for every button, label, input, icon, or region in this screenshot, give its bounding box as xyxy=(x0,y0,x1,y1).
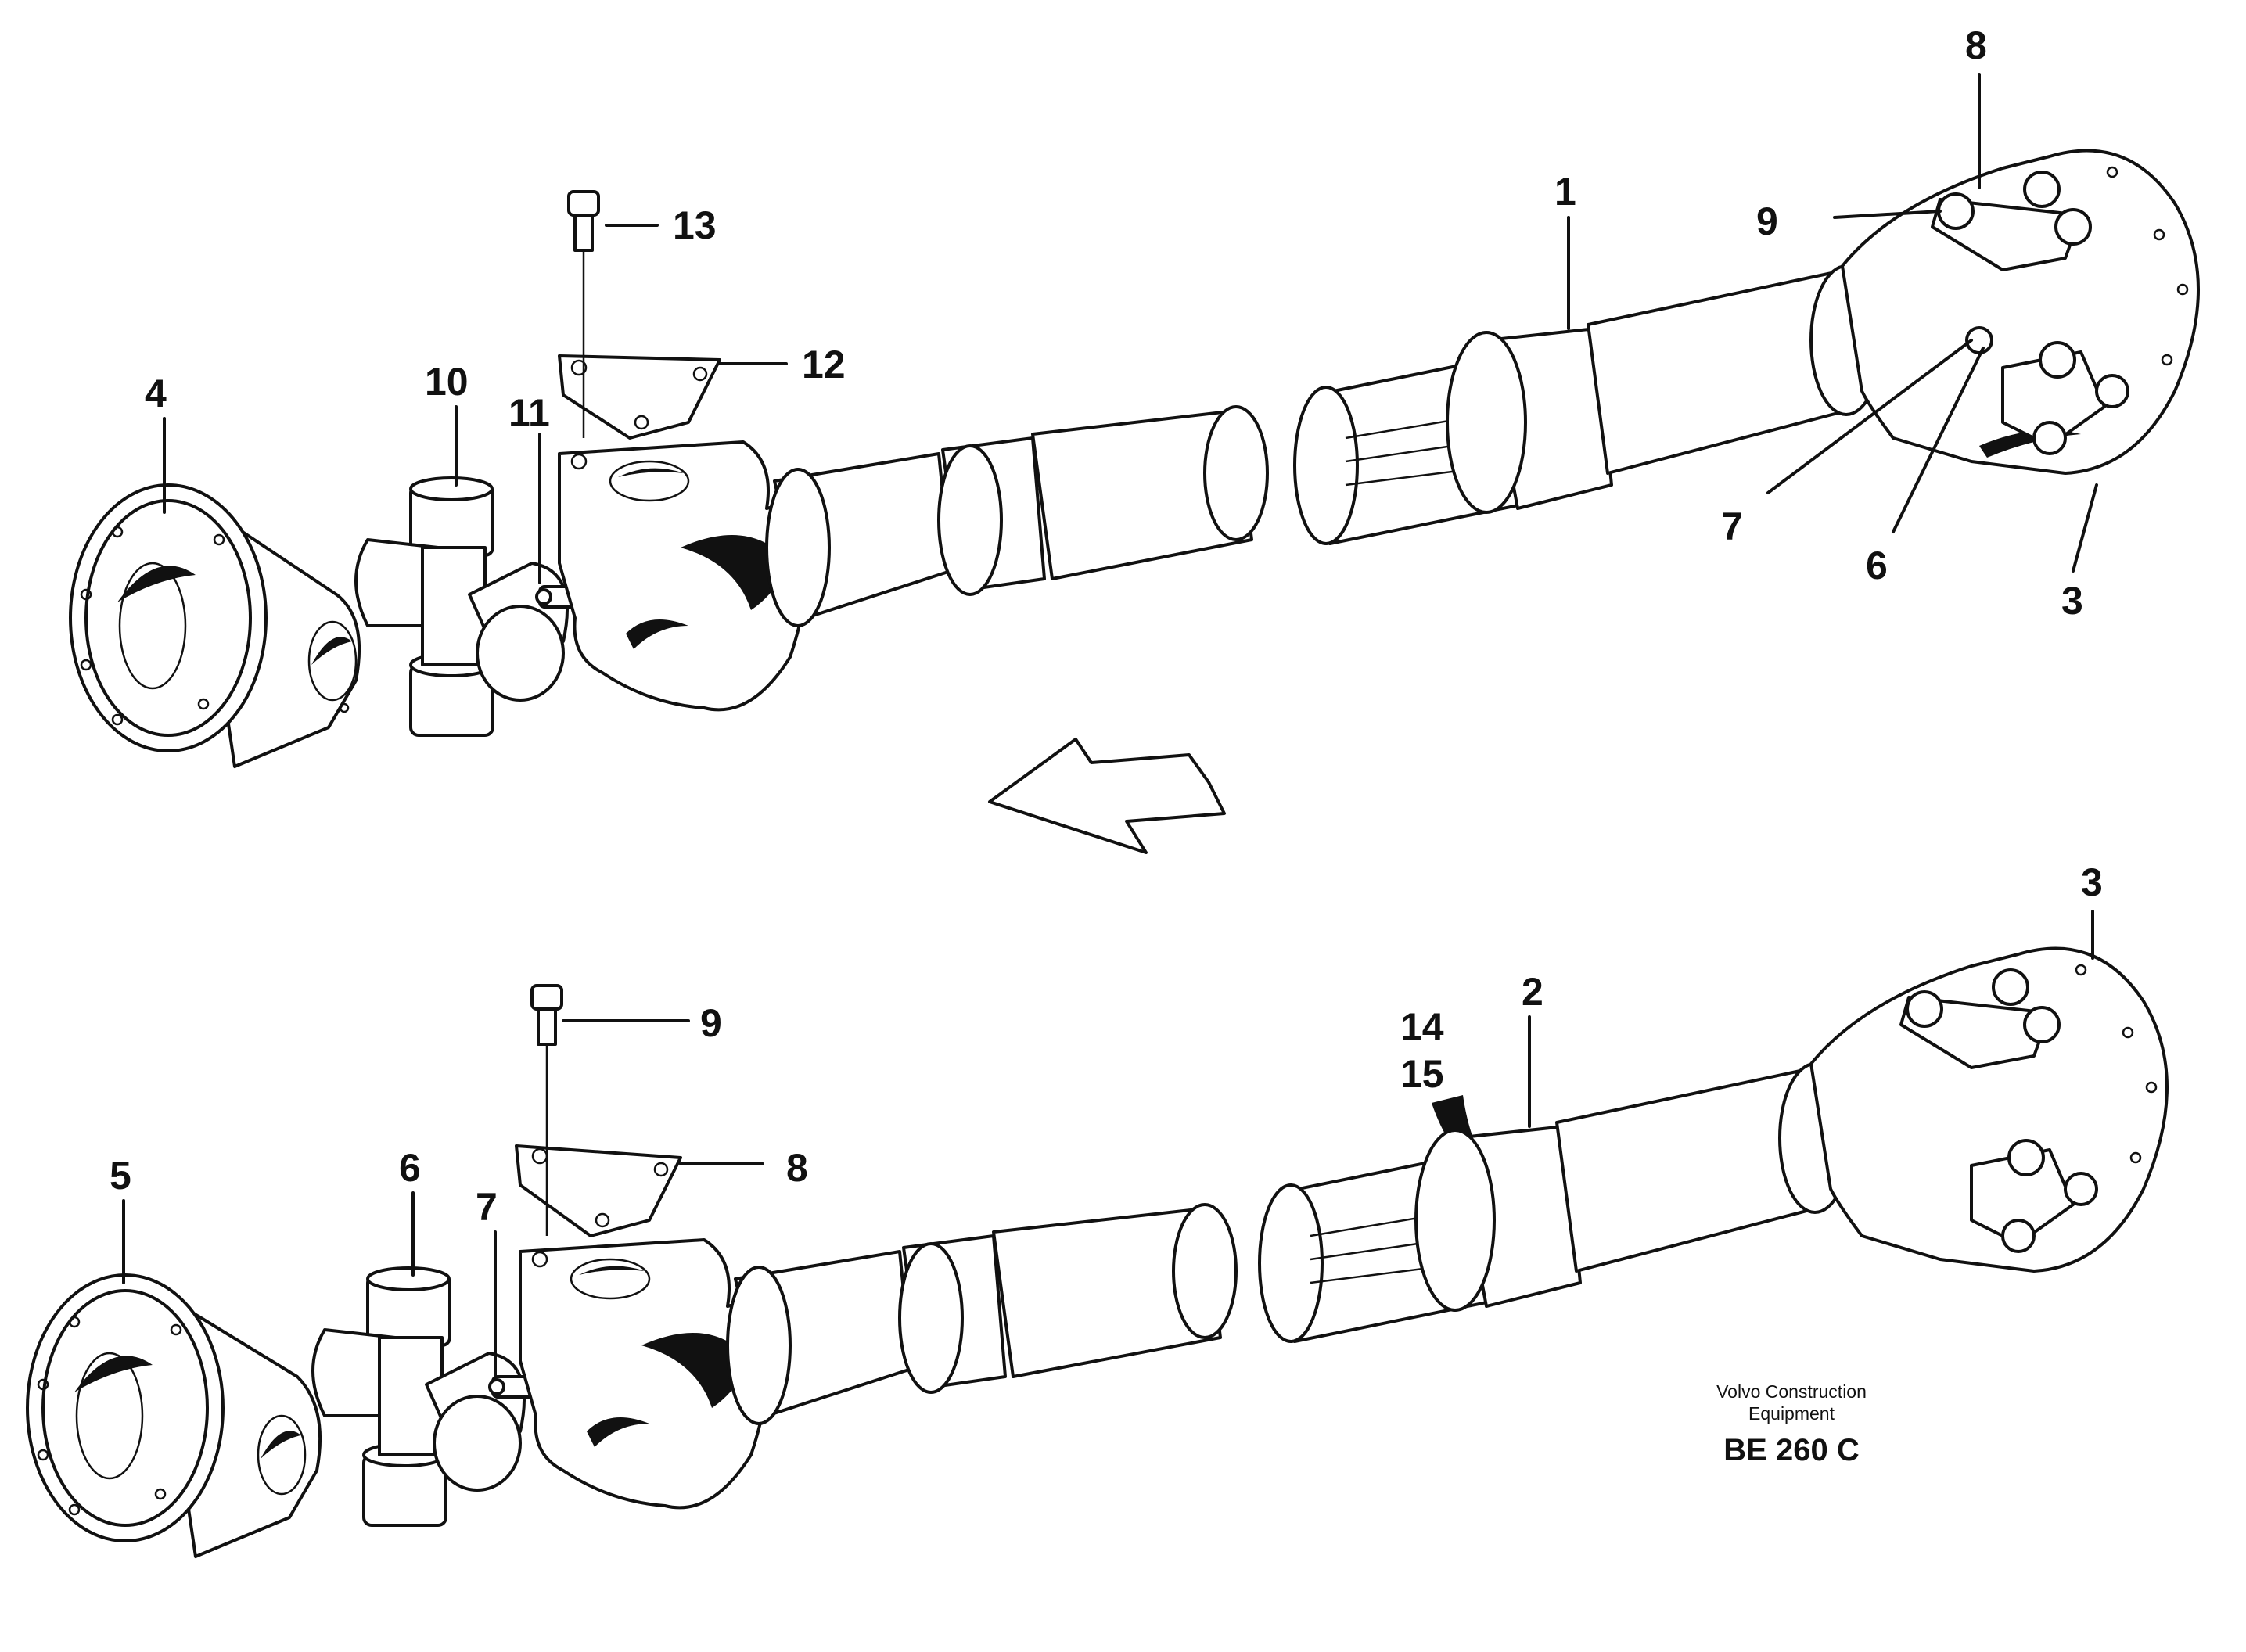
label-14: 14 xyxy=(1400,1005,1444,1049)
lock-plate-8 xyxy=(515,1144,682,1237)
label-10: 10 xyxy=(425,360,469,404)
label-13: 13 xyxy=(673,203,717,247)
label-15: 15 xyxy=(1400,1052,1444,1096)
caption-code: BE 260 C xyxy=(1723,1433,1859,1467)
upper-propeller-shaft-assembly xyxy=(69,73,2200,768)
label-12: 12 xyxy=(802,343,846,386)
label-3: 3 xyxy=(2061,579,2083,623)
label-5: 5 xyxy=(110,1154,131,1198)
lock-plate-12 xyxy=(558,354,721,440)
label-9: 9 xyxy=(700,1001,722,1045)
flange-yoke-5 xyxy=(26,1273,322,1558)
arrow-left-icon xyxy=(988,738,1226,854)
label-9: 9 xyxy=(1756,199,1778,243)
label-7: 7 xyxy=(1721,505,1743,548)
bolt-9 xyxy=(530,984,563,1236)
outer-tube-2 xyxy=(1414,1062,1852,1312)
flange-yoke-4 xyxy=(69,483,361,768)
label-6: 6 xyxy=(1866,544,1888,587)
caption-company: Volvo Construction xyxy=(1716,1381,1867,1402)
outer-tube-1 xyxy=(1446,264,1883,514)
universal-joint-cross-6 xyxy=(311,1266,526,1527)
bolt-13 xyxy=(567,190,600,438)
label-8: 8 xyxy=(786,1146,808,1190)
leader-lines-top xyxy=(163,73,2098,584)
label-7: 7 xyxy=(476,1185,498,1229)
flange-yoke-3-lower xyxy=(1809,946,2169,1273)
part-labels-bottom: 5 6 7 9 8 14 15 2 3 xyxy=(110,860,2103,1229)
label-4: 4 xyxy=(145,372,167,415)
lower-propeller-shaft-assembly xyxy=(26,910,2169,1558)
label-8: 8 xyxy=(1965,23,1987,67)
label-6: 6 xyxy=(399,1146,421,1190)
flange-yoke-3 xyxy=(1841,149,2200,475)
leader-lines-bottom xyxy=(122,910,2094,1378)
inner-tube xyxy=(765,405,1269,627)
label-2: 2 xyxy=(1522,970,1543,1014)
label-3: 3 xyxy=(2081,860,2103,904)
part-labels-top: 4 10 11 13 12 1 9 8 7 6 3 xyxy=(145,23,2083,623)
label-11: 11 xyxy=(508,391,550,435)
inner-tube-lower xyxy=(726,1203,1238,1425)
shaft-yoke-left xyxy=(558,440,810,712)
label-1: 1 xyxy=(1554,170,1576,214)
caption-equipment: Equipment xyxy=(1748,1403,1835,1424)
universal-joint-cross-10 xyxy=(354,476,569,737)
caption-block: Volvo Construction Equipment BE 260 C xyxy=(1716,1381,1867,1467)
shaft-yoke-left-lower xyxy=(519,1238,771,1510)
